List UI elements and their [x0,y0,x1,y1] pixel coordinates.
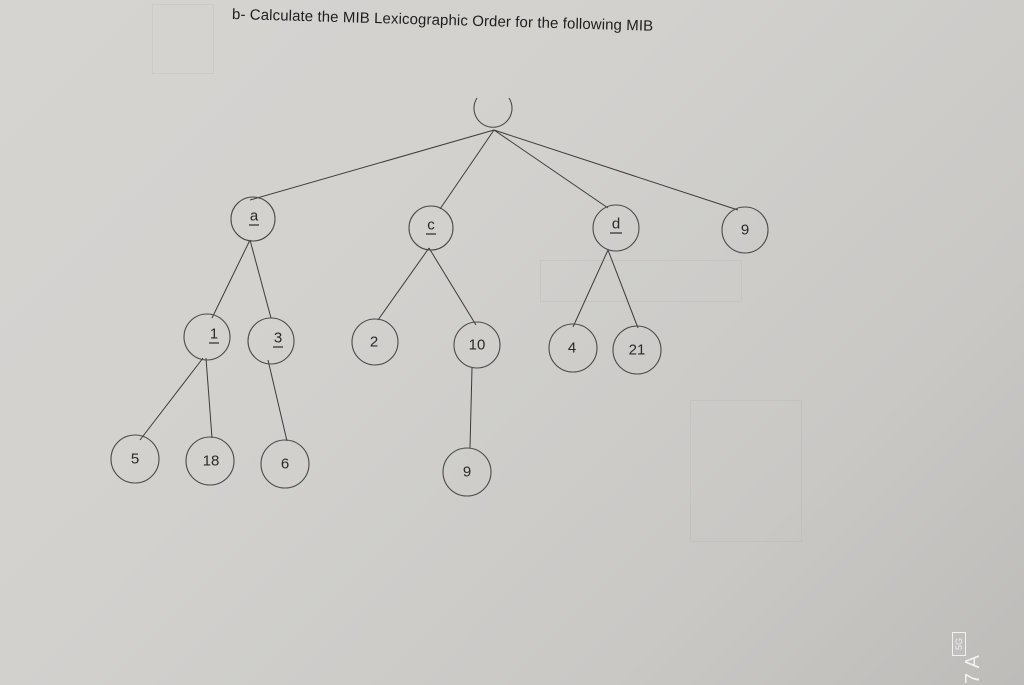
svg-text:2: 2 [370,334,378,351]
svg-text:1: 1 [210,326,218,343]
tree-node-d: d [592,204,640,252]
svg-text:c: c [427,217,435,234]
tree-node-18: 18 [185,436,235,486]
corner-glyphs: 7 A [962,655,985,684]
svg-text:5: 5 [131,451,139,468]
svg-text:9: 9 [463,464,471,481]
svg-text:18: 18 [203,453,220,470]
bleed-through-box [540,260,742,302]
tree-node-6: 6 [260,439,310,489]
tree-edges [139,129,739,449]
svg-text:9: 9 [741,222,749,239]
tree-node-9-top: 9 [721,206,769,254]
network-5g-badge: 5G [952,632,966,656]
bleed-through-box [690,400,802,542]
tree-node-10: 10 [453,321,501,369]
svg-text:6: 6 [281,456,289,473]
tree-node-5: 5 [110,434,160,484]
svg-text:4: 4 [568,340,576,357]
tree-node-a: a [230,196,276,242]
tree-node-9-bottom: 9 [442,447,492,497]
svg-text:a: a [250,208,259,225]
svg-text:d: d [612,216,620,233]
tree-node-c: c [408,205,454,251]
tree-node-3: 3 [247,317,295,365]
tree-node-4: 4 [548,323,598,373]
tree-node-1: 1 [183,313,231,361]
tree-node-21: 21 [612,325,662,375]
svg-text:21: 21 [629,342,646,359]
tree-node-2: 2 [351,318,399,366]
svg-text:3: 3 [274,330,282,347]
tree-node-root [473,97,513,128]
bleed-through-box [152,4,214,74]
svg-text:10: 10 [469,337,486,354]
